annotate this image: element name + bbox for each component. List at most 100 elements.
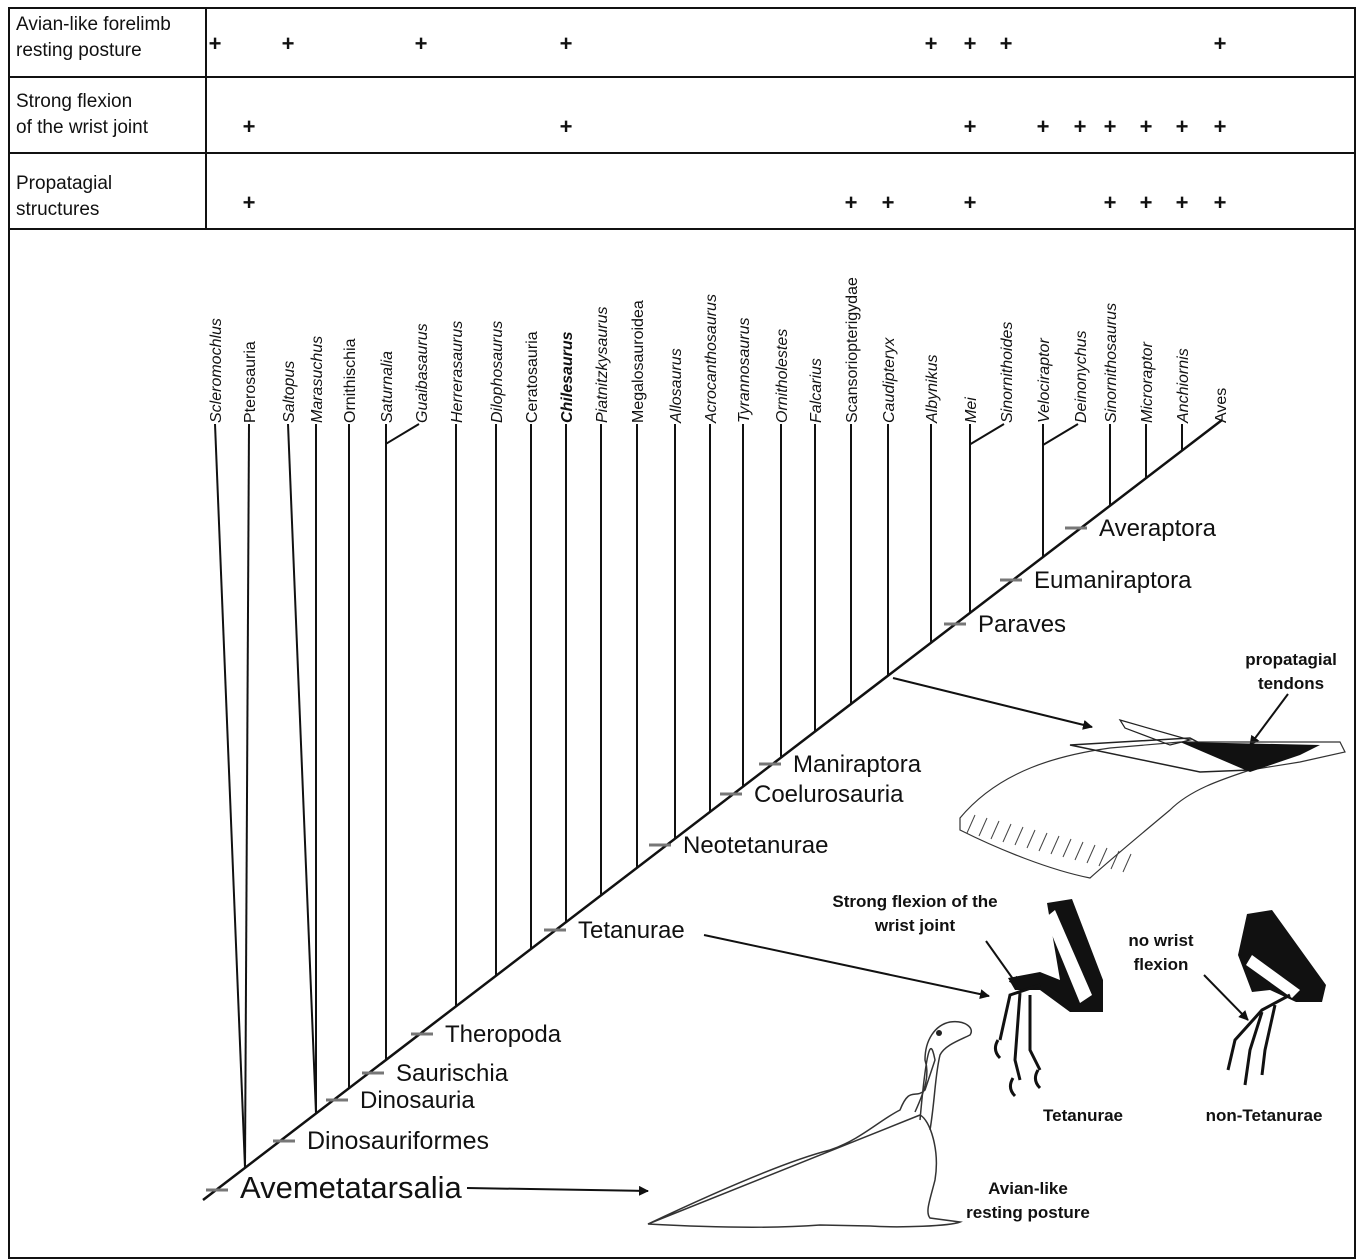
row-label: resting posture — [16, 40, 142, 61]
clade-label: Eumaniraptora — [1034, 567, 1192, 594]
clade-label: Avemetatarsalia — [240, 1170, 462, 1205]
presence-mark: + — [1104, 190, 1117, 215]
clade-label: Theropoda — [445, 1021, 562, 1048]
clade-label: Maniraptora — [793, 751, 922, 778]
taxon-label: Chilesaurus — [559, 331, 576, 423]
propatagial-tendons-label: propatagial — [1245, 650, 1337, 669]
taxon-label: Scansoriopterigydae — [844, 277, 861, 423]
presence-mark: + — [964, 31, 977, 56]
taxon-label: Albynikus — [924, 355, 941, 424]
presence-mark: + — [1176, 114, 1189, 139]
clade-label: Paraves — [978, 611, 1066, 638]
no-flexion-label: no wrist — [1128, 931, 1194, 950]
taxon-label: Piatnitzkysaurus — [594, 307, 611, 424]
taxon-label: Anchiornis — [1175, 348, 1192, 424]
presence-mark: + — [415, 31, 428, 56]
presence-mark: + — [560, 114, 573, 139]
strong-flexion-label: Strong flexion of the — [832, 892, 997, 911]
taxon-label: Saltopus — [281, 361, 298, 423]
taxon-label: Ornitholestes — [774, 329, 791, 423]
tree-branch — [386, 424, 419, 444]
row-label: Propatagial — [16, 173, 112, 194]
presence-mark: + — [1000, 31, 1013, 56]
presence-mark: + — [1140, 114, 1153, 139]
tree-branch — [245, 424, 249, 1168]
taxon-label: Pterosauria — [242, 341, 259, 423]
taxon-label: Megalosauroidea — [630, 300, 647, 423]
clade-label: Saurischia — [396, 1060, 509, 1087]
taxon-label: Aves — [1213, 388, 1230, 423]
taxon-label: Marasuchus — [309, 336, 326, 423]
propatagium — [1180, 742, 1320, 772]
taxon-label: Falcarius — [808, 358, 825, 423]
tree-branch — [215, 424, 245, 1168]
taxon-label: Herrerasaurus — [449, 321, 466, 423]
clade-label: Neotetanurae — [683, 832, 828, 859]
tree-branch — [1043, 424, 1078, 445]
presence-mark: + — [560, 31, 573, 56]
taxon-label: Deinonychus — [1073, 331, 1090, 424]
arrow — [1204, 975, 1248, 1020]
presence-mark: + — [1214, 31, 1227, 56]
no-flexion-label: flexion — [1134, 955, 1189, 974]
presence-mark: + — [925, 31, 938, 56]
taxon-label: Microraptor — [1139, 341, 1156, 423]
figure-border — [9, 8, 1355, 1258]
tree-branch — [288, 424, 316, 1114]
arrow — [1250, 694, 1288, 745]
strong-flexion-label: wrist joint — [874, 916, 956, 935]
taxon-label: Mei — [963, 397, 980, 423]
presence-mark: + — [243, 114, 256, 139]
non-tetanurae-forelimb-illustration — [1228, 910, 1326, 1085]
taxon-label: Allosaurus — [668, 348, 685, 424]
presence-mark: + — [1140, 190, 1153, 215]
clade-label: Dinosauria — [360, 1087, 475, 1114]
taxon-label: Scleromochlus — [208, 318, 225, 423]
taxon-label: Velociraptor — [1036, 338, 1053, 423]
taxon-label: Ornithischia — [342, 338, 359, 423]
dinosaur-eye — [936, 1030, 942, 1036]
resting-posture-label: resting posture — [966, 1203, 1090, 1222]
tree-spine — [203, 420, 1222, 1200]
tree-branch — [970, 424, 1004, 444]
arrow — [893, 678, 1092, 727]
presence-mark: + — [964, 190, 977, 215]
row-label: Strong flexion — [16, 91, 132, 112]
row-label: of the wrist joint — [16, 117, 149, 138]
presence-mark: + — [1074, 114, 1087, 139]
arrow — [704, 935, 989, 996]
tetanurae-forelimb-illustration — [995, 899, 1103, 1096]
presence-mark: + — [209, 31, 222, 56]
propatagial-tendons-label: tendons — [1258, 674, 1324, 693]
taxon-label: Tyrannosaurus — [736, 317, 753, 423]
taxon-label: Saturnalia — [379, 351, 396, 423]
clade-label: Dinosauriformes — [307, 1127, 489, 1155]
non-tetanurae-caption: non-Tetanurae — [1206, 1106, 1323, 1125]
clade-label: Averaptora — [1099, 515, 1217, 542]
taxon-label: Caudipteryx — [881, 337, 898, 423]
taxon-label: Acrocanthosaurus — [703, 294, 720, 424]
presence-mark: + — [845, 190, 858, 215]
taxon-label: Guaibasaurus — [414, 323, 431, 423]
presence-mark: + — [964, 114, 977, 139]
presence-mark: + — [1214, 190, 1227, 215]
taxon-label: Ceratosauria — [524, 331, 541, 423]
presence-mark: + — [1037, 114, 1050, 139]
row-label: Avian-like forelimb — [16, 14, 171, 35]
presence-mark: + — [1214, 114, 1227, 139]
row-label: structures — [16, 199, 99, 220]
tetanurae-caption: Tetanurae — [1043, 1106, 1123, 1125]
presence-mark: + — [282, 31, 295, 56]
taxon-label: Sinornithosaurus — [1103, 303, 1120, 423]
presence-mark: + — [243, 190, 256, 215]
presence-mark: + — [1104, 114, 1117, 139]
taxon-label: Sinornithoides — [999, 322, 1016, 423]
resting-dinosaur-illustration — [648, 1022, 971, 1227]
clade-label: Tetanurae — [578, 917, 685, 944]
taxon-label: Dilophosaurus — [489, 321, 506, 423]
wing-illustration — [960, 720, 1345, 878]
clade-label: Coelurosauria — [754, 781, 904, 808]
arrow — [467, 1188, 648, 1191]
